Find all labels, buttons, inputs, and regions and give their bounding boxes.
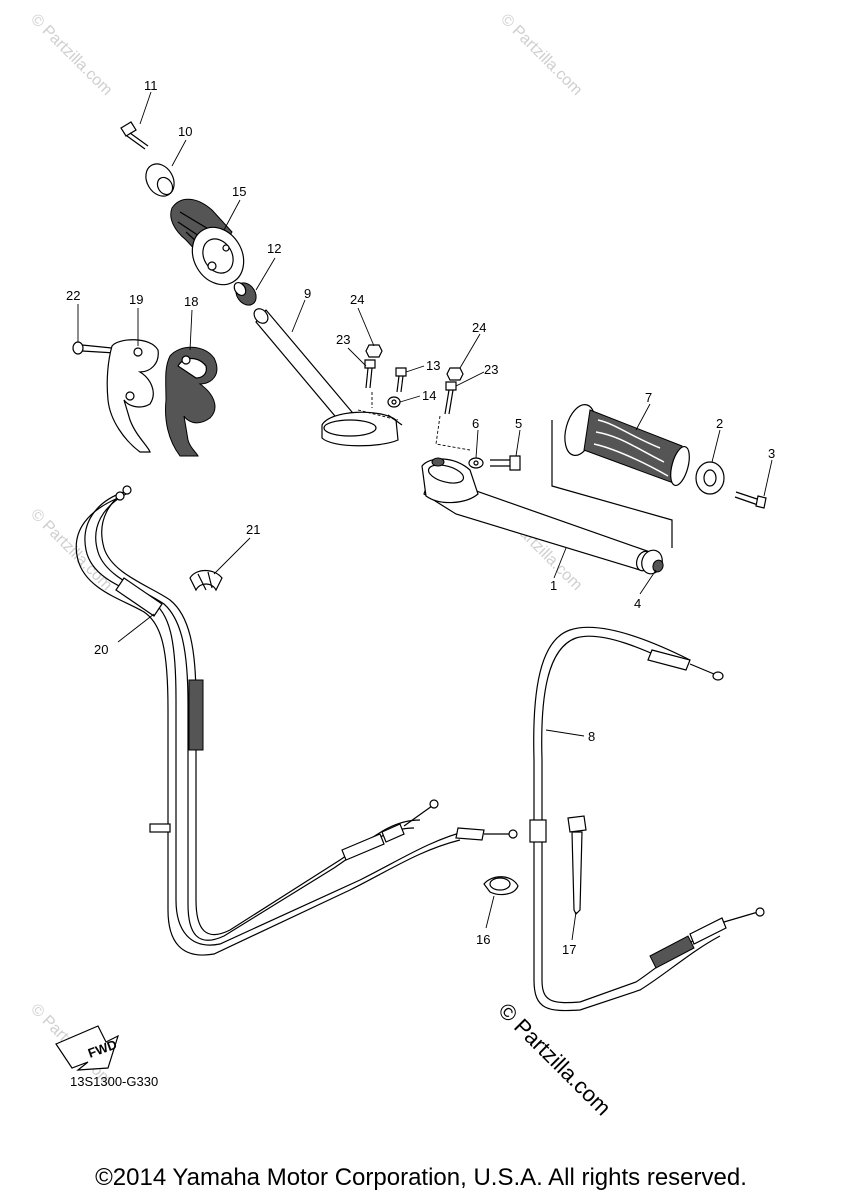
part-2-bar-end-weight xyxy=(695,461,725,495)
callout-1: 1 xyxy=(550,578,557,593)
part-17-cable-tie xyxy=(567,815,587,916)
callout-12: 12 xyxy=(267,241,281,256)
watermark-3: © Partzilla.com xyxy=(27,506,115,594)
callout-5: 5 xyxy=(515,416,522,431)
callout-11: 11 xyxy=(144,78,158,93)
diagram-code: 13S1300-G330 xyxy=(70,1074,158,1089)
callout-24-right: 24 xyxy=(472,320,486,335)
watermark-2: © Partzilla.com xyxy=(497,11,585,99)
part-6-washer xyxy=(468,457,484,469)
callout-4: 4 xyxy=(634,596,641,611)
part-10-bar-end xyxy=(145,163,175,197)
part-11-screw xyxy=(120,121,149,150)
part-21-clamp xyxy=(189,569,223,592)
part-18-housing-lower xyxy=(165,346,218,457)
callout-23-right: 23 xyxy=(484,362,498,377)
watermark-1: © Partzilla.com xyxy=(27,11,115,99)
callout-2: 2 xyxy=(716,416,723,431)
part-1-handlebar-right xyxy=(421,457,653,572)
callout-10: 10 xyxy=(178,124,192,139)
callout-13: 13 xyxy=(426,358,440,373)
callout-7: 7 xyxy=(645,390,652,405)
callout-23-left: 23 xyxy=(336,332,350,347)
part-5-bolt xyxy=(490,455,521,471)
callout-14: 14 xyxy=(422,388,436,403)
callout-16: 16 xyxy=(476,932,490,947)
callout-21: 21 xyxy=(246,522,260,537)
part-3-screw xyxy=(734,491,767,509)
callouts: 11 10 15 12 9 24 23 13 14 24 23 6 5 7 2 … xyxy=(66,78,775,957)
part-23-bolt-right xyxy=(444,381,457,415)
part-4-bar-end xyxy=(641,549,664,575)
part-9-handlebar-left xyxy=(253,308,403,447)
callout-17: 17 xyxy=(562,942,576,957)
part-8-clutch-cable xyxy=(529,626,765,1012)
callout-20: 20 xyxy=(94,642,108,657)
leader-lines xyxy=(77,91,773,941)
callout-22: 22 xyxy=(66,288,80,303)
part-12-collar xyxy=(233,281,257,306)
part-19-housing-upper xyxy=(106,339,159,453)
part-24-nut-left xyxy=(365,344,383,358)
part-13-bolt xyxy=(395,367,407,393)
callout-3: 3 xyxy=(768,446,775,461)
part-24-nut-right xyxy=(446,367,464,381)
callout-19: 19 xyxy=(129,292,143,307)
callout-24-left: 24 xyxy=(350,292,364,307)
watermark-large: © Partzilla.com xyxy=(493,998,616,1121)
callout-8: 8 xyxy=(588,729,595,744)
part-7-grip xyxy=(564,404,690,487)
callout-6: 6 xyxy=(472,416,479,431)
callout-9: 9 xyxy=(304,286,311,301)
part-16-cable-clamp xyxy=(483,876,519,896)
callout-18: 18 xyxy=(184,294,198,309)
copyright-notice: ©2014 Yamaha Motor Corporation, U.S.A. A… xyxy=(95,1164,747,1191)
part-14-washer xyxy=(387,396,401,408)
callout-15: 15 xyxy=(232,184,246,199)
part-23-bolt-left xyxy=(364,359,376,389)
part-15-throttle-grip xyxy=(170,198,245,286)
part-20-throttle-cables xyxy=(75,485,518,956)
